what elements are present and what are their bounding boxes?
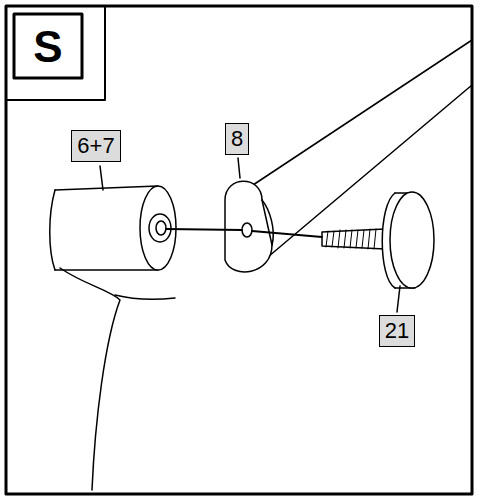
bracket-plate (225, 181, 272, 272)
tube-bore (149, 214, 171, 242)
fabric-line (115, 295, 175, 299)
screw-thread (326, 229, 376, 249)
leader-line (238, 158, 240, 178)
tube-end (140, 186, 176, 270)
tube (50, 190, 55, 270)
step-corner (6, 6, 105, 100)
bracket-plate (262, 200, 273, 245)
callout-number: 21 (379, 315, 415, 347)
step-letter: S (33, 25, 62, 69)
tube-bore (156, 221, 166, 235)
frame (6, 6, 472, 494)
knob-face (390, 192, 434, 288)
axis-line (166, 229, 322, 237)
step-box (14, 14, 82, 78)
fabric-line (60, 268, 120, 490)
leader-line (397, 286, 400, 312)
arm (250, 40, 472, 262)
callout-number: 6+7 (71, 130, 120, 162)
callout-number: 8 (225, 123, 249, 155)
screw-shaft (322, 229, 385, 249)
bracket-hole (242, 223, 252, 237)
leader-line (100, 166, 103, 190)
